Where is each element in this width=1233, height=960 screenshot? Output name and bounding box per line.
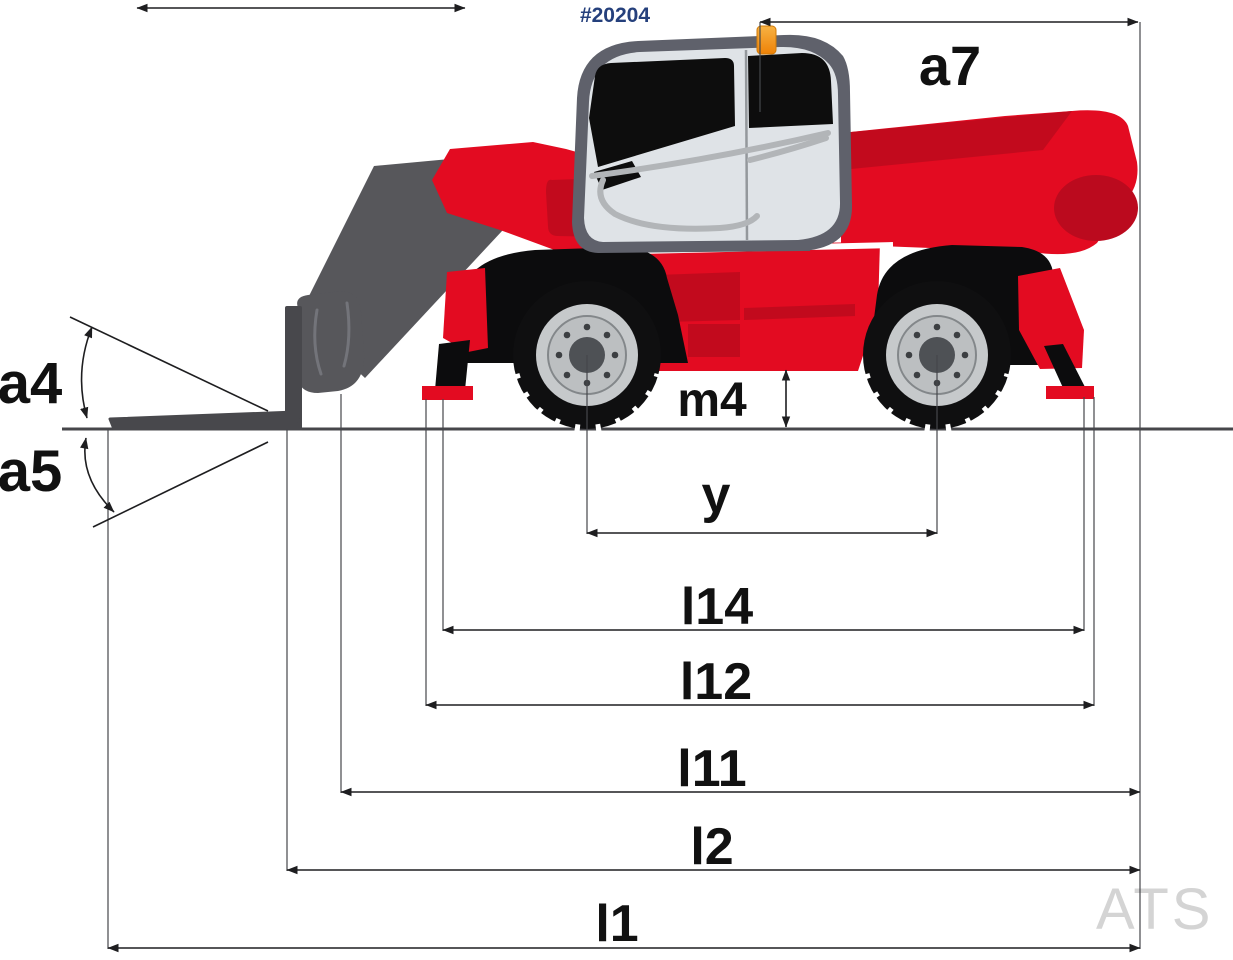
fork: [108, 306, 303, 431]
dimension-label-m4: m4: [677, 374, 747, 427]
dimension-label-a7: a7: [919, 34, 981, 97]
dimension-label-l1: l1: [595, 895, 638, 953]
extension-lines: [107, 22, 1141, 949]
watermark: ATS: [1096, 877, 1214, 942]
front-stabilizer: [422, 268, 488, 400]
dimension-label-y: y: [702, 466, 731, 524]
rear-window: [748, 53, 833, 128]
dimension-label-l12: l12: [680, 653, 752, 711]
angle-a4-construction: [69, 316, 269, 419]
telehandler-illustration: [108, 25, 1138, 432]
angle-a5-construction: [80, 437, 269, 528]
reference-number: #20204: [580, 4, 650, 27]
door-split-line: [744, 49, 749, 241]
operator-cab: [572, 34, 853, 254]
engine-hood: [841, 110, 1138, 255]
rear-stabilizer: [1018, 268, 1094, 399]
dimension-label-l11: l11: [677, 740, 746, 798]
dimension-label-l2: l2: [690, 818, 733, 876]
counterweight-cylinder: [1054, 175, 1138, 241]
windshield: [589, 58, 735, 167]
dimension-label-a5: a5: [0, 439, 62, 504]
dimension-label-a4: a4: [0, 351, 62, 416]
dimension-label-l14: l14: [681, 578, 753, 636]
